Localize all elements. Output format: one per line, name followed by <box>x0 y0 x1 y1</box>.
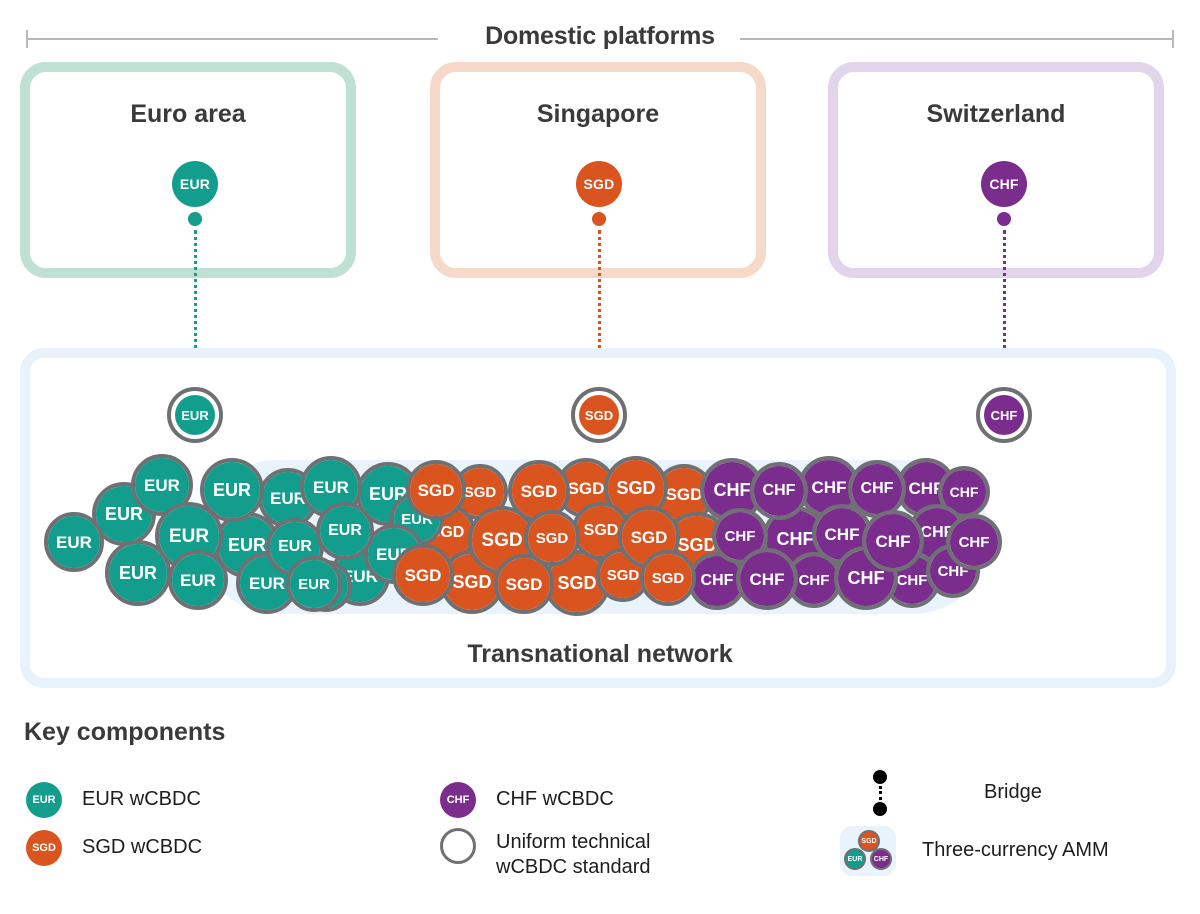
eur-coin-icon: EUR <box>26 782 62 818</box>
cluster-token-label: CHF <box>692 556 742 606</box>
bridge-line-swiss <box>1003 230 1006 368</box>
platform-card-inner: Switzerland <box>838 72 1154 268</box>
cluster-token-sgd: SGD <box>508 460 570 522</box>
cluster-token-label: SGD <box>622 510 676 564</box>
cluster-token-label: SGD <box>472 510 532 570</box>
cluster-token-label: EUR <box>290 560 338 608</box>
network-entry-node-label: SGD <box>579 395 619 435</box>
cluster-token-sgd: SGD <box>640 550 696 606</box>
cluster-token-label: EUR <box>204 462 260 518</box>
chf-coin-icon: CHF <box>440 782 476 818</box>
platform-title-euro-area: Euro area <box>130 100 246 128</box>
three-currency-amm-icon: SGD EUR CHF <box>840 826 896 876</box>
cluster-token-label: SGD <box>512 464 566 518</box>
key-components-title: Key components <box>24 718 226 746</box>
network-entry-node-euro[interactable]: EUR <box>167 387 223 443</box>
cluster-token-label: SGD <box>644 554 692 602</box>
cluster-token-label: CHF <box>950 518 998 566</box>
cluster-token-label: SGD <box>498 558 550 610</box>
network-entry-node-sing[interactable]: SGD <box>571 387 627 443</box>
network-entry-node-label: EUR <box>175 395 215 435</box>
platform-card-switzerland[interactable]: Switzerland <box>828 62 1164 278</box>
bridge-line-sing <box>598 230 601 368</box>
legend-item-chf-wcbdc: CHF CHF wCBDC <box>440 782 614 818</box>
platform-card-inner: Euro area <box>30 72 346 268</box>
cluster-token-sgd: SGD <box>618 506 680 568</box>
cluster-token-eur: EUR <box>44 512 104 572</box>
legend-label-three-currency-amm: Three-currency AMM <box>922 839 1109 861</box>
network-entry-node-label: CHF <box>984 395 1024 435</box>
platform-card-euro-area[interactable]: Euro area <box>20 62 356 278</box>
amm-eur-dot-icon: EUR <box>844 848 866 870</box>
uniform-standard-ring-icon <box>440 828 476 864</box>
cluster-token-label: EUR <box>48 516 100 568</box>
cluster-token-label: EUR <box>109 544 167 602</box>
platform-token-euro[interactable]: EUR <box>172 161 218 207</box>
platform-token-sing[interactable]: SGD <box>576 161 622 207</box>
header-rule-cap-right <box>1172 30 1174 48</box>
cluster-token-sgd: SGD <box>524 510 580 566</box>
legend-label-chf-wcbdc: CHF wCBDC <box>496 788 614 810</box>
cluster-token-label: CHF <box>866 514 920 568</box>
cluster-token-sgd: SGD <box>392 544 454 606</box>
cluster-token-chf: CHF <box>946 514 1002 570</box>
cluster-token-sgd: SGD <box>406 460 466 520</box>
cluster-token-label: EUR <box>240 556 294 610</box>
cluster-token-label: CHF <box>852 464 902 514</box>
legend-item-eur-wcbdc: EUR EUR wCBDC <box>26 782 201 818</box>
cluster-token-eur: EUR <box>286 556 342 612</box>
legend-label-bridge: Bridge <box>984 781 1042 803</box>
platform-title-switzerland: Switzerland <box>926 100 1066 128</box>
legend-label-sgd-wcbdc: SGD wCBDC <box>82 836 203 858</box>
cluster-token-label: CHF <box>790 556 838 604</box>
page-title: Domestic platforms <box>485 22 715 50</box>
platform-title-singapore: Singapore <box>536 100 660 128</box>
amm-sgd-dot-icon: SGD <box>858 830 880 852</box>
cluster-token-eur: EUR <box>316 502 374 560</box>
cluster-token-eur: EUR <box>168 550 228 610</box>
bridge-endpoint-top-sing <box>592 212 606 226</box>
legend-label-eur-wcbdc: EUR wCBDC <box>82 788 201 810</box>
cluster-token-label: SGD <box>528 514 576 562</box>
cluster-token-label: CHF <box>740 552 794 606</box>
header-rule-right <box>740 38 1174 40</box>
header-rule-left <box>26 38 438 40</box>
cluster-token-label: EUR <box>172 554 224 606</box>
bridge-endpoint-top-swiss <box>997 212 1011 226</box>
bridge-icon <box>862 768 898 816</box>
domestic-platforms-header: Domestic platforms <box>0 12 1200 56</box>
cluster-token-chf: CHF <box>862 510 924 572</box>
platform-token-swiss[interactable]: CHF <box>981 161 1027 207</box>
legend-item-bridge: Bridge <box>862 768 1042 816</box>
cluster-token-label: SGD <box>576 506 626 556</box>
cluster-token-label: EUR <box>320 506 370 556</box>
cluster-token-label: SGD <box>396 548 450 602</box>
legend-item-uniform-standard: Uniform technical wCBDC standard <box>440 828 651 880</box>
network-entry-node-swiss[interactable]: CHF <box>976 387 1032 443</box>
cluster-token-label: SGD <box>410 464 462 516</box>
cluster-token-chf: CHF <box>688 552 746 610</box>
cluster-token-chf: CHF <box>750 462 808 520</box>
cluster-token-chf: CHF <box>736 548 798 610</box>
legend-item-sgd-wcbdc: SGD SGD wCBDC <box>26 830 202 866</box>
bridge-line-euro <box>194 230 197 368</box>
cluster-token-label: CHF <box>754 466 804 516</box>
sgd-coin-icon: SGD <box>26 830 62 866</box>
amm-chf-dot-icon: CHF <box>870 848 892 870</box>
legend-item-three-currency-amm: SGD EUR CHF Three-currency AMM <box>840 826 1109 876</box>
legend-label-uniform-standard-line2: wCBDC standard <box>496 856 651 878</box>
legend-label-uniform-standard-line1: Uniform technical <box>496 831 651 853</box>
transnational-network-title: Transnational network <box>467 640 733 668</box>
cluster-token-sgd: SGD <box>572 502 630 560</box>
bridge-endpoint-top-euro <box>188 212 202 226</box>
cluster-token-label: CHF <box>716 512 764 560</box>
